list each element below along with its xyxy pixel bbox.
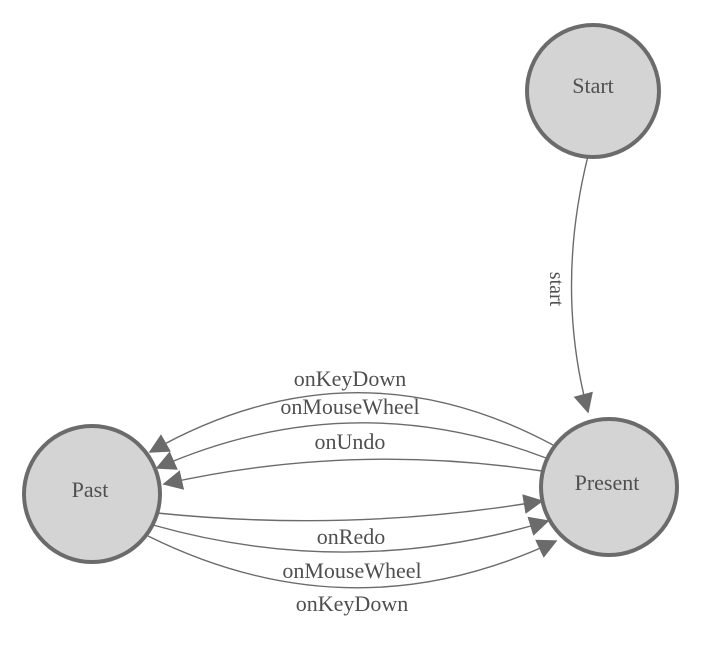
edge-present-to-past-onkeydown [148,392,554,453]
edge-label-onmousewheel-bottom: onMouseWheel [282,558,421,583]
edge-label-onmousewheel-top: onMouseWheel [280,394,419,419]
edge-labels-layer: start onKeyDown onMouseWheel onUndo onRe… [280,272,567,616]
edge-label-start: start [545,272,567,307]
edge-past-to-present-onredo [156,494,544,522]
edge-start-to-present [570,155,593,414]
node-present-circle[interactable] [539,417,679,557]
node-start-circle[interactable] [525,23,661,159]
node-label-present: Present [575,470,640,495]
node-present[interactable]: Present [539,417,679,557]
node-label-past: Past [72,477,109,502]
node-past[interactable]: Past [22,424,162,564]
edge-label-onundo: onUndo [315,429,386,454]
edge-present-to-past-onmousewheel [155,422,547,470]
edge-label-onredo: onRedo [317,524,385,549]
edge-label-onkeydown-top: onKeyDown [294,366,406,391]
node-past-circle[interactable] [22,424,162,564]
node-label-start: Start [572,73,614,98]
edges-layer [147,155,593,589]
edge-label-onkeydown-bottom: onKeyDown [296,591,408,616]
node-start[interactable]: Start [525,23,661,159]
edge-past-to-present-onmousewheel [152,516,550,553]
edge-past-to-present-onkeydown [147,535,558,589]
edge-present-to-past-onundo [162,458,543,490]
